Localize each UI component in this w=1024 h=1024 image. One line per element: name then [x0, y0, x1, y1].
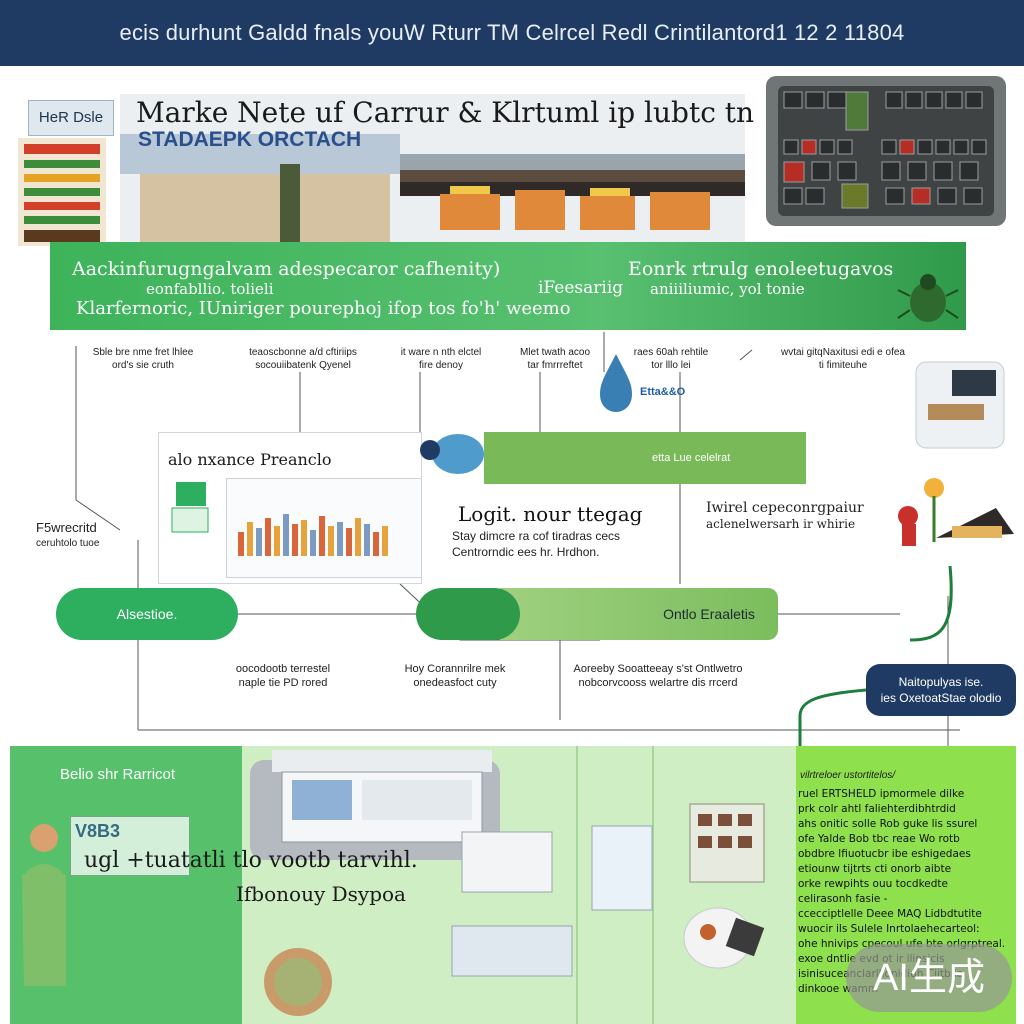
storefront-illustration: [18, 138, 106, 246]
right-panel-line: wuocir ils Sulele Inrtolaehecarteol:: [798, 923, 980, 935]
caption-1-line-1: Sble bre nme fret lhlee: [92, 347, 194, 358]
left-feature-line-1: F5wrecritd: [36, 520, 97, 535]
header-bar: [0, 0, 1024, 66]
right-panel-line: etiounw tijtrts cti onorb aibte: [798, 863, 952, 875]
bottom-slogan: ugl +tuatatli tlo vootb tarvihl.: [84, 848, 418, 873]
lower-caption-3-line-2: nobcorvcooss welartre dis rrcerd: [578, 677, 738, 689]
right-panel-line: prk colr ahtl faliehterdibhtrdid: [798, 803, 956, 815]
right-panel-line: obdbre lfiuotucbr ibe eshigedaes: [798, 848, 971, 860]
dark-callout-line-1: Naitopulyas ise.: [898, 675, 984, 689]
mini-bar-chart: [238, 514, 388, 556]
caption-1: Sble bre nme fret lhlee ord's sie cruth: [78, 346, 208, 372]
pill-alsestioe[interactable]: Alsestioe.: [56, 588, 238, 640]
banner-mid-label: iFeesariig: [538, 278, 624, 298]
caption-4-line-2: tar fmrrreftet: [527, 360, 583, 371]
logic-body: Stay dimcre ra cof tiradras cecs Centror…: [452, 528, 620, 560]
lower-caption-1: oocodootb terrestel naple tie PD rored: [208, 662, 358, 690]
banner-line-3: Klarfernoric, IUniriger pourephoj ifop t…: [76, 298, 571, 319]
bottom-heading: Belio shr Rarricot: [60, 766, 176, 783]
caption-4-line-1: Mlet twath acoo: [519, 347, 591, 358]
control-panel-buttons: [783, 91, 987, 209]
hero-subheadline: STADAEPK ORCTACH: [138, 128, 362, 151]
page-title: ecis durhunt Galdd fnals youW Rturr TM C…: [119, 20, 905, 45]
caption-4: Mlet twath acoo tar fmrrreftet: [500, 346, 610, 372]
logic-body-line-2: Centrorndic ees hr. Hrdhon.: [452, 545, 600, 559]
bottom-subtitle: Ifbonouy Dsypoa: [236, 882, 406, 906]
caption-2: teaoscbonne a/d cftiriips socouiibatenk …: [228, 346, 378, 372]
market-scene-illustration: [120, 94, 745, 244]
globe-icon: [420, 434, 484, 474]
water-drop-icon: [600, 354, 632, 412]
caption-3-line-2: fire denoy: [419, 360, 463, 371]
printer-illustration: [915, 361, 1005, 449]
caption-3: it ware n nth elctel fire denoy: [388, 346, 494, 372]
right-panel-line: ahs onitic solle Rob guke lis ssurel: [798, 818, 978, 830]
green-band-label: etta Lue celelrat: [652, 452, 731, 464]
caption-2-line-1: teaoscbonne a/d cftiriips: [249, 347, 357, 358]
lower-caption-1-line-2: naple tie PD rored: [238, 677, 328, 689]
lower-caption-1-line-1: oocodootb terrestel: [235, 663, 331, 675]
caption-5-line-1: raes 60ah rehtile: [633, 347, 709, 358]
banner-line-1: Aackinfurugngalvam adespecaror cafhenity…: [72, 258, 501, 280]
hero-badge: HeR Dsle: [28, 100, 114, 136]
dark-callout-line-2: ies OxetoatStae olodio: [880, 691, 1002, 705]
pill-ontlo-eraaletis[interactable]: Ontlo Eraaletis: [500, 588, 778, 640]
caption-2-line-2: socouiibatenk Qyenel: [255, 360, 351, 371]
right-note-line-2: aclenelwersarh ir whirie: [706, 517, 856, 531]
hero-headline: Marke Nete uf Carrur & Klrtuml ip lubtc …: [136, 96, 755, 129]
ai-generated-watermark: AI生成: [846, 944, 1012, 1012]
lower-caption-3-line-1: Aoreeby Sooatteeay s'st Ontlwetro: [573, 663, 743, 675]
right-panel-line: celirasonh fasie -: [798, 893, 888, 905]
green-banner: [50, 242, 966, 330]
caption-5-line-2: tor lllo lei: [651, 360, 691, 371]
lower-caption-2-line-2: onedeasfoct cuty: [413, 677, 497, 689]
lower-caption-2: Hoy Corannrilre mek onedeasfoct cuty: [380, 662, 530, 690]
right-panel-title: vilrtreloer ustortitelos/: [800, 770, 896, 781]
bug-icon: [897, 274, 959, 322]
right-note-line-1: Iwirel cepeconrgpaiur: [706, 500, 864, 516]
dark-callout: Naitopulyas ise. ies OxetoatStae olodio: [866, 664, 1016, 716]
left-feature: F5wrecritd ceruhtolo tuoe: [36, 520, 99, 552]
green-band: [484, 432, 806, 484]
preview-title: alo nxance Preanclo: [168, 450, 332, 469]
lower-caption-3: Aoreeby Sooatteeay s'st Ontlwetro nobcor…: [548, 662, 768, 690]
banner-right-1: Eonrk rtrulg enoleetugavos: [628, 258, 894, 280]
right-panel-line: ofe Yalde Bob tbc reae Wo rotb: [798, 833, 960, 845]
pill-c-label: Ontlo Eraaletis: [663, 606, 755, 622]
left-feature-line-2: ceruhtolo tuoe: [36, 538, 100, 549]
right-panel-line: ruel ERTSHELD ipmormele dilke: [798, 788, 965, 800]
plant-robot-illustration: [898, 478, 1014, 546]
person-illustration: [22, 824, 66, 986]
blue-note-label: Etta&&O: [640, 386, 686, 398]
caption-5: raes 60ah rehtile tor lllo lei: [616, 346, 726, 372]
bottom-illustration: [250, 746, 765, 1024]
bottom-badge: V8B3: [70, 816, 190, 876]
banner-line-2: eonfabllio. tolieli: [146, 280, 274, 298]
caption-6-line-2: ti fimiteuhe: [818, 360, 868, 371]
caption-3-line-1: it ware n nth elctel: [400, 347, 482, 358]
logic-title: Logit. nour ttegag: [458, 502, 643, 526]
caption-6: wvtai gitqNaxitusi edi e ofea ti fimiteu…: [758, 346, 928, 372]
lower-caption-2-line-1: Hoy Corannrilre mek: [404, 663, 506, 675]
banner-right-2: aniiiliumic, yol tonie: [650, 280, 805, 298]
caption-1-line-2: ord's sie cruth: [112, 360, 174, 371]
pill-green-connector[interactable]: [416, 588, 520, 640]
right-note: Iwirel cepeconrgpaiur aclenelwersarh ir …: [706, 500, 864, 532]
logic-body-line-1: Stay dimcre ra cof tiradras cecs: [452, 529, 621, 543]
caption-6-line-1: wvtai gitqNaxitusi edi e ofea: [781, 347, 905, 358]
small-green-box-icon: [171, 482, 209, 533]
right-panel-line: ccecciptlelle Deee MAQ Lidbdtutite: [798, 908, 982, 920]
right-panel-line: orke rewpihts ouu tocdkedte: [798, 878, 948, 890]
